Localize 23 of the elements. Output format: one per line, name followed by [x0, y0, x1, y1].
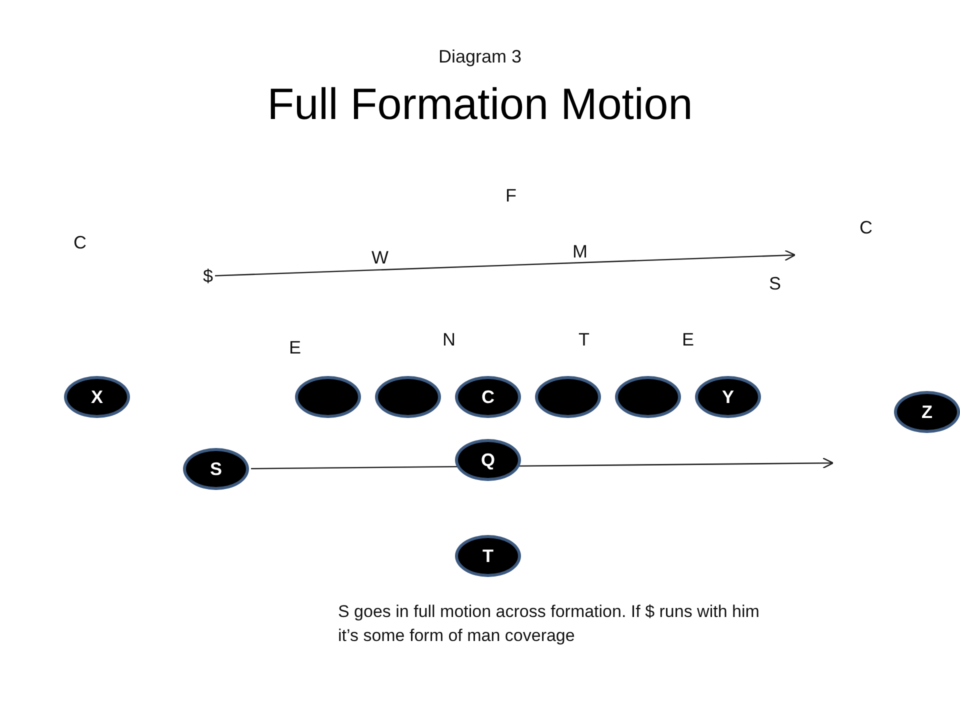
defender-letter: S [769, 274, 781, 294]
defender-letter: W [372, 248, 388, 268]
defender-letter: C [860, 218, 872, 238]
defender-letter: C [74, 232, 86, 254]
defender-letter: T [578, 330, 590, 350]
caption: S goes in full motion across formation. If $ runs with him it’s some form of man coverage [338, 601, 760, 647]
player-oval: C [455, 376, 521, 418]
defender-letter: E [682, 330, 694, 350]
motion-arrow [214, 250, 796, 276]
defender-letter: N [442, 330, 456, 350]
motion-arrow [250, 457, 834, 470]
defender-letter: F [506, 186, 516, 206]
defender-letter: M [572, 242, 588, 262]
player-oval: Y [695, 376, 761, 418]
player-symbol: $ [203, 266, 214, 286]
title: Full Formation Motion [266, 80, 694, 130]
player-oval: X [64, 376, 130, 418]
defender-letter: E [289, 338, 301, 358]
player-oval: S [183, 448, 249, 490]
player-oval: Z [894, 391, 960, 433]
diagram-number: Diagram 3 [438, 46, 522, 68]
player-oval: T [455, 535, 521, 577]
player-oval: Q [455, 439, 521, 481]
